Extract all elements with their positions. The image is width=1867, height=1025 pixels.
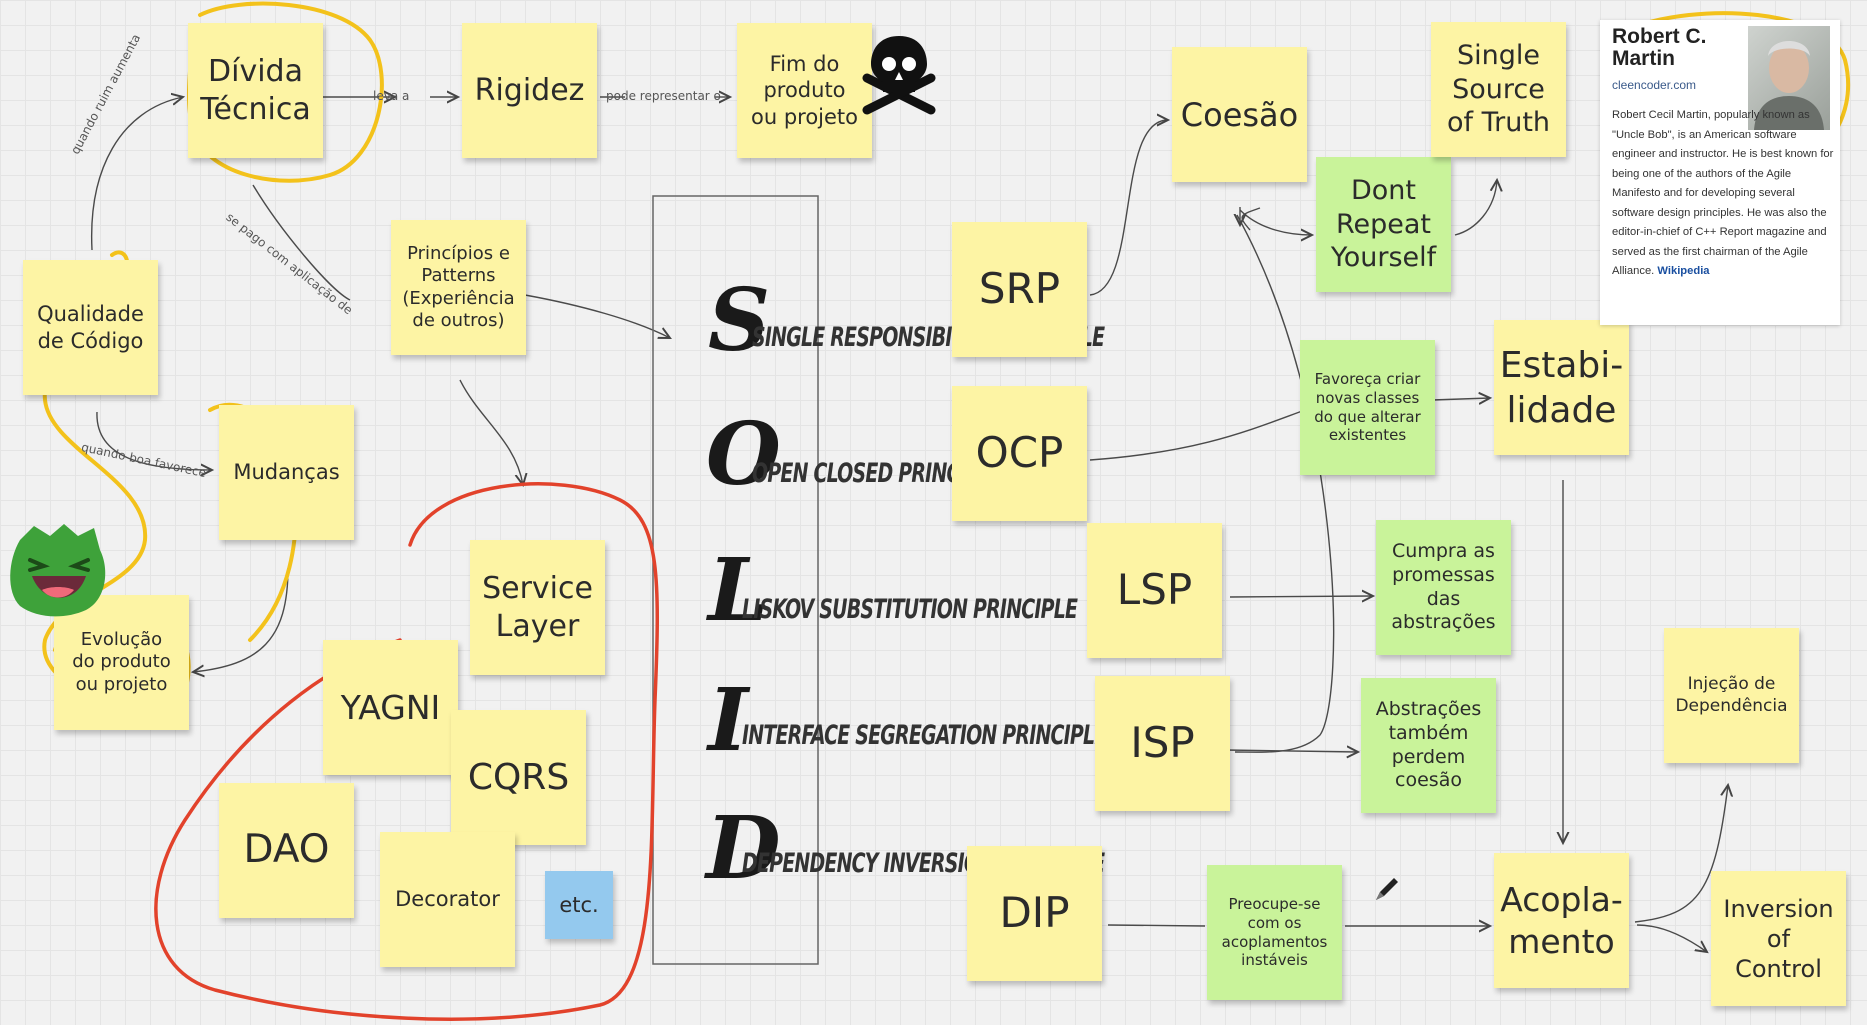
note-dip[interactable]: DIP xyxy=(967,846,1102,981)
note-etc[interactable]: etc. xyxy=(545,871,613,939)
note-cqrs[interactable]: CQRS xyxy=(451,710,586,845)
note-isp[interactable]: ISP xyxy=(1095,676,1230,811)
note-coesao[interactable]: Coesão xyxy=(1172,47,1307,182)
green-monster-icon xyxy=(10,524,106,617)
note-single-source-of-truth[interactable]: Single Source of Truth xyxy=(1431,22,1566,157)
solid-letter-s: S xyxy=(708,270,771,371)
note-principios-patterns[interactable]: Princípios e Patterns (Experiência de ou… xyxy=(391,220,526,355)
solid-principle-lsp: LISKOV SUBSTITUTION PRINCIPLE xyxy=(742,594,1078,625)
note-yagni[interactable]: YAGNI xyxy=(323,640,458,775)
note-decorator[interactable]: Decorator xyxy=(380,832,515,967)
wiki-site[interactable]: cleencoder.com xyxy=(1612,78,1697,92)
note-dont-repeat-yourself[interactable]: Dont Repeat Yourself xyxy=(1316,157,1451,292)
solid-principle-isp: INTERFACE SEGREGATION PRINCIPLE xyxy=(742,720,1107,751)
note-dao[interactable]: DAO xyxy=(219,783,354,918)
note-acoplamento[interactable]: Acopla- mento xyxy=(1494,853,1629,988)
note-qualidade-codigo[interactable]: Qualidade de Código xyxy=(23,260,158,395)
note-injecao-dependencia[interactable]: Injeção de Dependência xyxy=(1664,628,1799,763)
note-cumpra-promessas[interactable]: Cumpra as promessas das abstrações xyxy=(1376,520,1511,655)
note-evolucao-produto[interactable]: Evolução do produto ou projeto xyxy=(54,595,189,730)
note-rigidez[interactable]: Rigidez xyxy=(462,23,597,158)
note-inversion-of-control[interactable]: Inversion of Control xyxy=(1711,871,1846,1006)
solid-letter-d: D xyxy=(706,798,781,899)
note-estabilidade[interactable]: Estabi- lidade xyxy=(1494,320,1629,455)
note-mudancas[interactable]: Mudanças xyxy=(219,405,354,540)
wiki-bio: Robert Cecil Martin, popularly known as … xyxy=(1612,106,1834,282)
solid-letter-l: L xyxy=(708,540,769,641)
portrait-photo xyxy=(1748,26,1830,130)
connector-label-leva: leva a xyxy=(373,89,410,103)
solid-letter-o: O xyxy=(706,404,781,505)
solid-letter-i: I xyxy=(708,670,749,771)
wiki-name: Robert C. Martin xyxy=(1612,25,1707,71)
wiki-link[interactable]: Wikipedia xyxy=(1657,265,1710,277)
pencil-icon xyxy=(1376,878,1398,900)
note-ocp[interactable]: OCP xyxy=(952,386,1087,521)
connector-label-pode: pode representar o xyxy=(606,89,721,103)
note-fim-projeto[interactable]: Fim do produto ou projeto xyxy=(737,23,872,158)
wiki-bio-text: Robert Cecil Martin, popularly known as … xyxy=(1612,109,1834,277)
note-srp[interactable]: SRP xyxy=(952,222,1087,357)
note-abstracoes-coesao[interactable]: Abstrações também perdem coesão xyxy=(1361,678,1496,813)
note-favoreca[interactable]: Favoreça criar novas classes do que alte… xyxy=(1300,340,1435,475)
wikipedia-card[interactable]: Robert C. Martin cleencoder.com Robert C… xyxy=(1600,20,1840,325)
note-divida-tecnica[interactable]: Dívida Técnica xyxy=(188,23,323,158)
solid-frame xyxy=(652,195,819,965)
note-preocupe-acoplamentos[interactable]: Preocupe-se com os acoplamentos instávei… xyxy=(1207,865,1342,1000)
note-lsp[interactable]: LSP xyxy=(1087,523,1222,658)
skull-crossbones-icon xyxy=(862,36,936,115)
note-service-layer[interactable]: Service Layer xyxy=(470,540,605,675)
